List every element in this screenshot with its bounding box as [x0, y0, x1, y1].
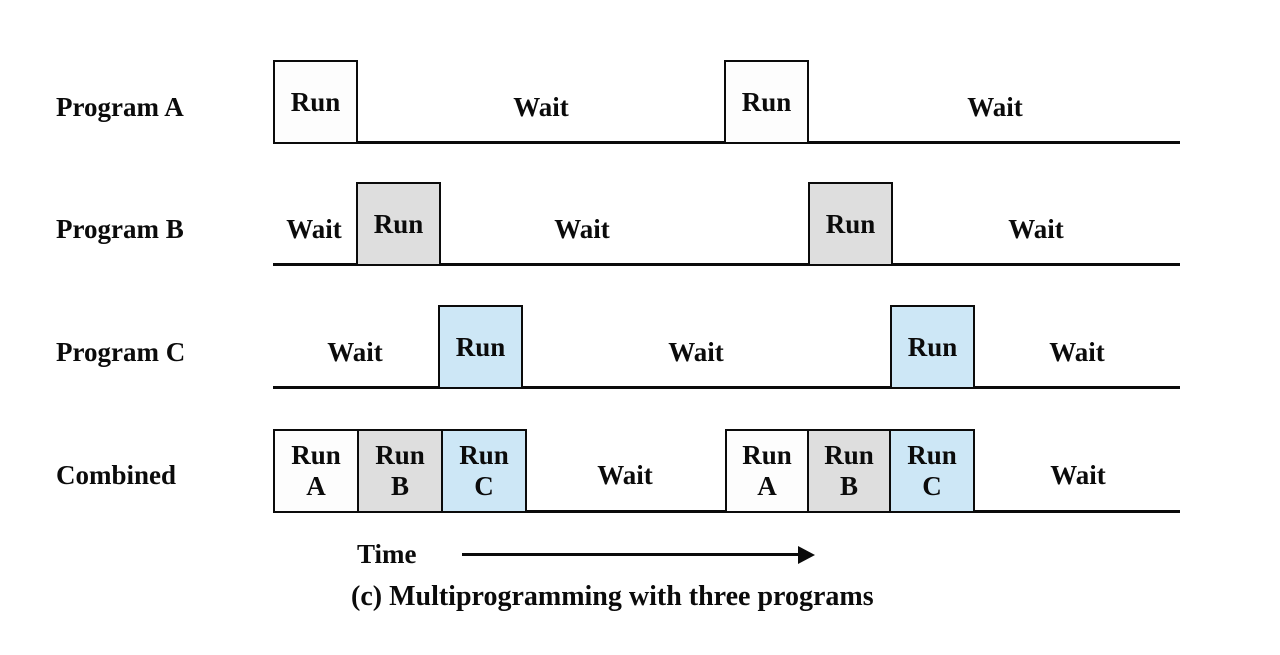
- row-label-program-c: Program C: [56, 337, 186, 367]
- time-arrow-head-icon: [798, 546, 815, 564]
- row-label-program-b: Program B: [56, 214, 184, 244]
- time-arrow-line: [462, 553, 800, 556]
- row-label-program-a: Program A: [56, 92, 184, 122]
- program-b-wait-label-1: Wait: [286, 214, 342, 244]
- run-label: Run: [373, 208, 424, 239]
- timeline-program-c: [273, 386, 1180, 389]
- run-label: Run: [907, 331, 958, 362]
- program-a-wait-label-2: Wait: [967, 92, 1023, 122]
- program-a-run-box-2: Run: [724, 60, 809, 144]
- run-label: Run: [291, 440, 341, 470]
- program-letter: B: [390, 471, 409, 501]
- figure-caption: (c) Multiprogramming with three programs: [351, 581, 874, 612]
- combined-run-b-box-2: Run B: [807, 429, 891, 513]
- run-label: Run: [375, 440, 425, 470]
- program-c-wait-label-1: Wait: [327, 337, 383, 367]
- program-c-run-box-1: Run: [438, 305, 523, 389]
- program-letter: B: [839, 471, 858, 501]
- program-a-wait-label-1: Wait: [513, 92, 569, 122]
- program-b-wait-label-2: Wait: [554, 214, 610, 244]
- combined-wait-label-1: Wait: [597, 460, 653, 490]
- program-b-run-box-1: Run: [356, 182, 441, 266]
- run-label: Run: [742, 440, 792, 470]
- program-letter: A: [757, 471, 777, 501]
- program-c-run-box-2: Run: [890, 305, 975, 389]
- timeline-program-b: [273, 263, 1180, 266]
- run-label: Run: [741, 86, 792, 117]
- program-c-wait-label-2: Wait: [668, 337, 724, 367]
- combined-run-a-box-2: Run A: [725, 429, 809, 513]
- combined-run-a-box-1: Run A: [273, 429, 359, 513]
- run-label: Run: [290, 86, 341, 117]
- run-label: Run: [455, 331, 506, 362]
- program-b-run-box-2: Run: [808, 182, 893, 266]
- program-letter: C: [922, 471, 942, 501]
- program-a-run-box-1: Run: [273, 60, 358, 144]
- run-label: Run: [907, 440, 957, 470]
- combined-run-b-box-1: Run B: [357, 429, 443, 513]
- run-label: Run: [825, 208, 876, 239]
- program-c-wait-label-3: Wait: [1049, 337, 1105, 367]
- program-b-wait-label-3: Wait: [1008, 214, 1064, 244]
- run-label: Run: [824, 440, 874, 470]
- combined-wait-label-2: Wait: [1050, 460, 1106, 490]
- combined-run-c-box-1: Run C: [441, 429, 527, 513]
- row-label-combined: Combined: [56, 460, 177, 490]
- combined-run-c-box-2: Run C: [889, 429, 975, 513]
- run-label: Run: [459, 440, 509, 470]
- program-letter: A: [306, 471, 326, 501]
- program-letter: C: [474, 471, 494, 501]
- time-label: Time: [357, 539, 417, 569]
